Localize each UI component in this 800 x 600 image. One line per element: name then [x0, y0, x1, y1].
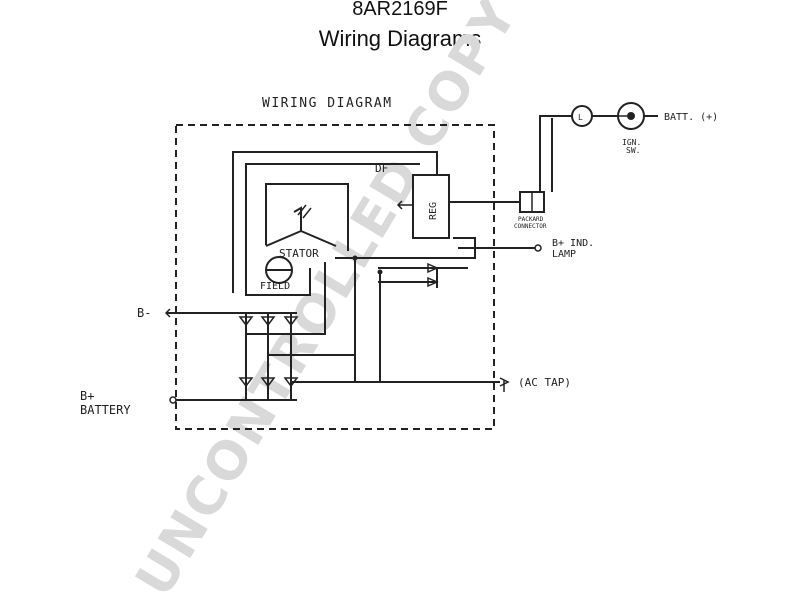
connector-to-battery [539, 115, 572, 192]
lamp-label-line1: B+ IND. [552, 238, 594, 249]
b-minus-label: B- [137, 306, 151, 320]
ac-tap-terminal [499, 377, 510, 392]
part-number-title: 8AR2169F [352, 0, 448, 20]
b-plus-label: B+ [80, 389, 94, 403]
stator-label: STATOR [279, 247, 319, 260]
l-terminal-label: L [578, 113, 583, 122]
df-wire [245, 163, 420, 280]
b-minus-arrow [164, 308, 171, 318]
switch-label: SW. [626, 146, 640, 155]
field-label: FIELD [260, 281, 290, 292]
connector-label-line1: PACKARD [518, 216, 544, 223]
page-subtitle: Wiring Diagrams [318, 26, 482, 51]
alternator-housing-outline [175, 124, 495, 430]
junction-dot-2 [377, 269, 383, 275]
regulator-box [412, 174, 450, 239]
junction-dot-1 [352, 255, 358, 261]
phase-taps [268, 354, 500, 383]
battery-positive-label: BATT. (+) [664, 112, 718, 123]
stator-windings [265, 206, 337, 247]
lamp-terminal [534, 244, 542, 252]
diagram-heading: WIRING DIAGRAM [262, 96, 393, 111]
ignition-label: IGN. [622, 138, 641, 147]
lamp-label-line2: LAMP [552, 249, 576, 260]
field-wire [245, 268, 311, 296]
watermark-text: UNCONTROLLED COPY [125, 0, 530, 600]
stator-coil-marks [297, 204, 312, 219]
b-plus-terminal [169, 396, 177, 404]
diode-trio-output [436, 267, 468, 288]
stator-lead-wire [265, 183, 349, 251]
battery-label: BATTERY [80, 403, 131, 417]
positive-diodes [238, 377, 299, 388]
regulator-label: REG [428, 202, 439, 220]
ignition-switch-contact [627, 112, 635, 120]
connector-label-line2: CONNECTOR [514, 223, 547, 230]
ac-tap-label: (AC TAP) [518, 376, 571, 389]
diode-trio-symbols [427, 262, 439, 288]
phase-a-wire [246, 262, 326, 335]
df-label: DF [375, 162, 388, 175]
regulator-ground-arrow [396, 200, 413, 210]
